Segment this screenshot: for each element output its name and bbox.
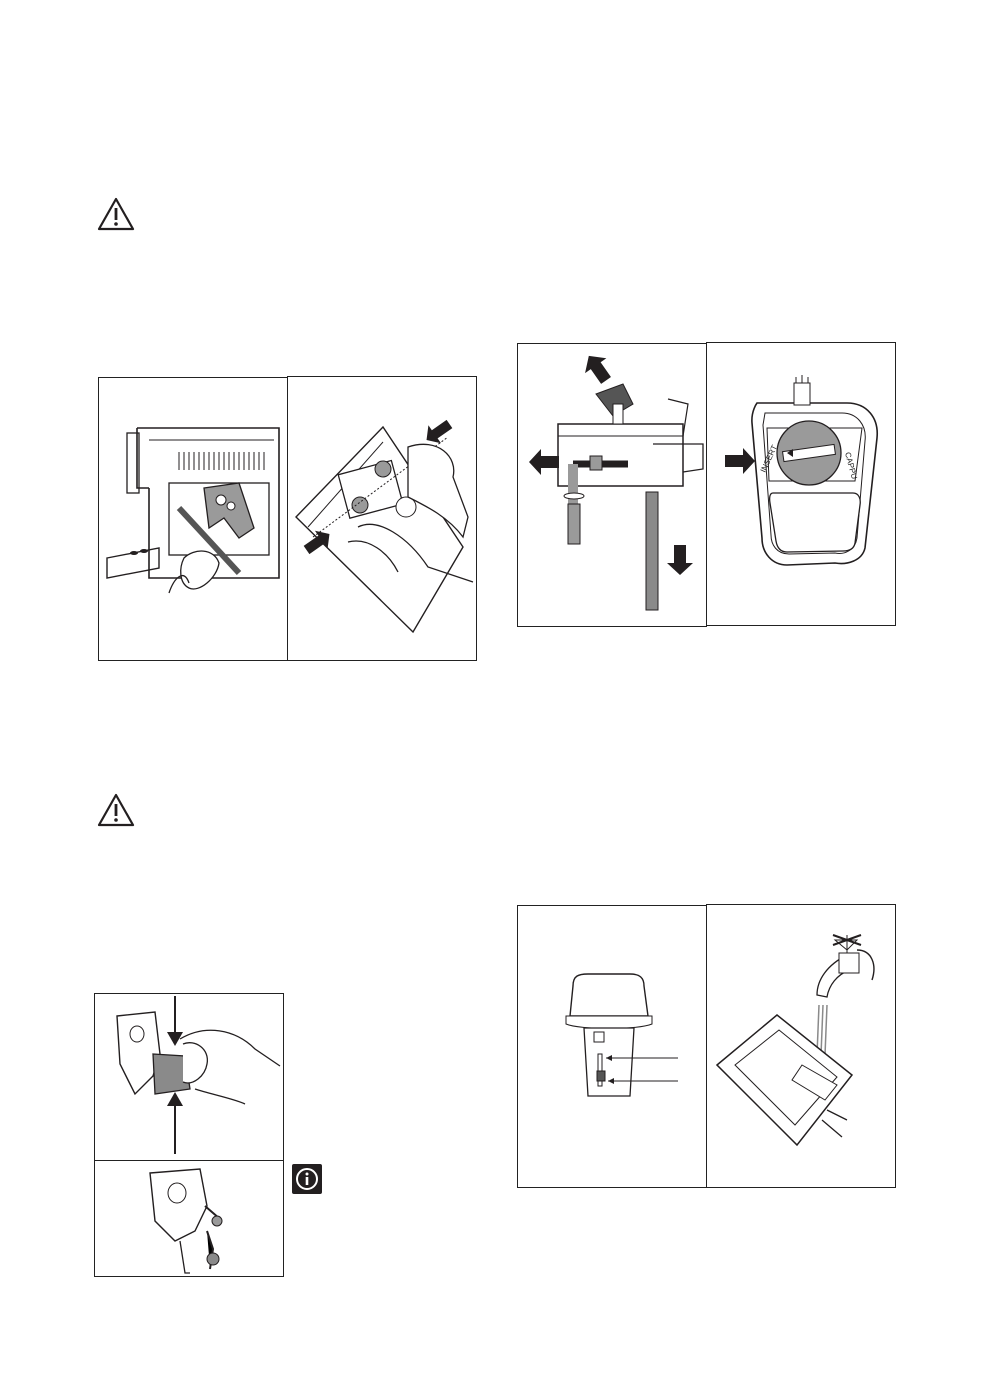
figure-nozzle-press bbox=[94, 993, 284, 1161]
figure-grinder-dial: INSERT CAPPU bbox=[706, 342, 896, 626]
warning-triangle-icon bbox=[96, 196, 136, 232]
figure-nozzle-assembled bbox=[94, 1160, 284, 1277]
figure-nozzle-parts bbox=[517, 905, 707, 1188]
figure-brewing-unit-removal bbox=[98, 377, 288, 661]
figure-rinse-tap bbox=[706, 904, 896, 1188]
info-icon bbox=[292, 1164, 322, 1194]
figure-pipes-detach bbox=[517, 343, 707, 627]
figure-brewing-unit-squeeze bbox=[287, 376, 477, 661]
warning-triangle-icon bbox=[96, 792, 136, 828]
